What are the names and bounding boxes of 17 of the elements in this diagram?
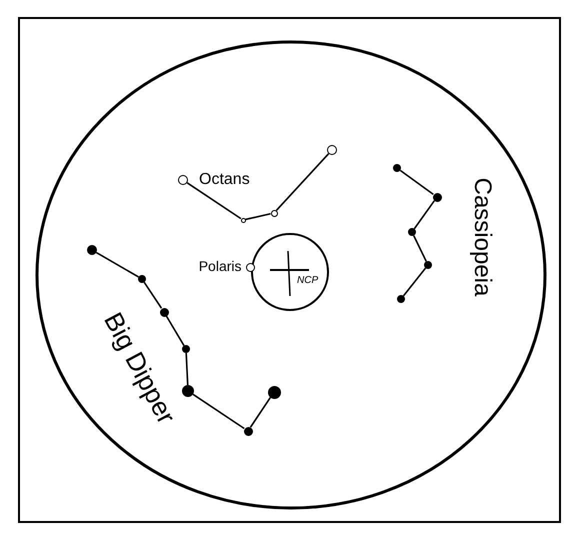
constellation-line: [166, 315, 185, 346]
constellation-line: [186, 182, 242, 220]
constellation-line: [276, 153, 330, 211]
constellation-line: [250, 396, 272, 428]
constellation-line: [144, 282, 162, 309]
constellation-line: [413, 235, 427, 262]
constellation-line: [192, 394, 245, 430]
star-name: Polaris: [198, 259, 242, 273]
ncp-label: NCP: [297, 276, 318, 286]
constellation-line: [402, 268, 426, 296]
constellation-line: [414, 200, 436, 230]
constellation-line: [96, 252, 139, 278]
constellation-name: Cassiopeia: [470, 177, 494, 297]
constellation-name: Octans: [199, 172, 250, 188]
constellation-line: [245, 212, 271, 220]
constellation-line: [185, 352, 189, 386]
constellation-line: [400, 170, 434, 195]
